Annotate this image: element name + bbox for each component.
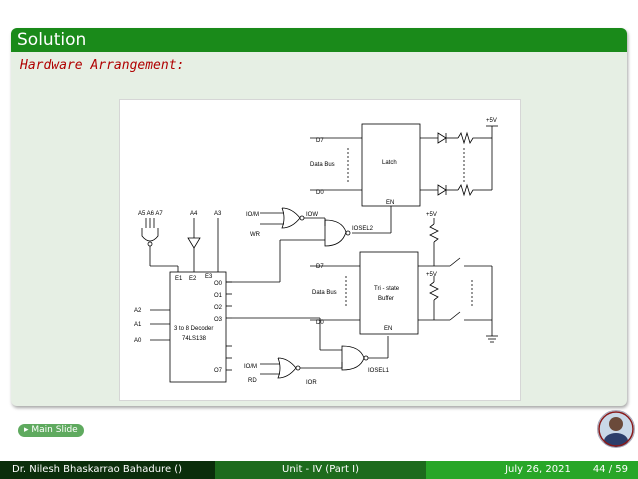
e2-label: E2 [189,276,197,282]
footer-page: 44 / 59 [592,464,628,475]
iom-label-1: IO/M [246,212,259,218]
footer-unit: Unit - IV (Part I) [215,461,426,479]
footer-right: July 26, 2021 44 / 59 [426,461,638,479]
a3-label: A3 [214,211,222,217]
buffer-label-2: Buffer [378,296,394,302]
decoder-name-label: 3 to 8 Decoder [174,326,213,332]
hardware-diagram: D7 Data Bus D0 Latch EN +5V A5 A6 A7 A4 … [119,99,521,401]
main-slide-label: Main Slide [31,425,78,435]
latch-vcc-label: +5V [486,118,497,124]
e1-label: E1 [175,276,183,282]
buffer-label-1: Tri - state [374,286,400,292]
o2-label: O2 [214,305,223,311]
a4-label: A4 [190,211,198,217]
o1-label: O1 [214,293,223,299]
latch-d7-label: D7 [316,138,324,144]
e3-label: E3 [205,274,213,280]
main-slide-button[interactable]: ▸ Main Slide [18,424,84,437]
iom-label-2: IO/M [244,364,257,370]
ior-label: IOR [306,380,317,386]
latch-label: Latch [382,160,397,166]
a2-label: A2 [134,308,142,314]
a1-label: A1 [134,322,142,328]
buffer-vcc-label-1: +5V [426,212,437,218]
rd-label: RD [248,378,257,384]
footer-date: July 26, 2021 [505,464,571,475]
buffer-data-bus-label: Data Bus [312,290,337,296]
footer: Dr. Nilesh Bhaskarrao Bahadure () Unit -… [0,461,638,479]
avatar [597,410,635,448]
a5a6a7-label: A5 A6 A7 [138,211,163,217]
latch-d0-label: D0 [316,190,324,196]
triangle-right-icon: ▸ [24,425,32,435]
a0-label: A0 [134,338,142,344]
buffer-d0-label: D0 [316,320,324,326]
o3-label: O3 [214,317,223,323]
buffer-vcc-label-2: +5V [426,272,437,278]
block-subtitle: Hardware Arrangement: [20,58,185,73]
decoder-part-label: 74LS138 [182,336,207,342]
wr-label: WR [250,232,261,238]
latch-data-bus-label: Data Bus [310,162,335,168]
iosel2-label: IOSEL2 [352,226,374,232]
iow-label: IOW [306,212,318,218]
block-title: Solution [11,28,627,52]
buffer-d7-label: D7 [316,264,324,270]
latch-en-label: EN [386,200,394,206]
iosel1-label: IOSEL1 [368,368,390,374]
buffer-en-label: EN [384,326,392,332]
footer-author: Dr. Nilesh Bhaskarrao Bahadure () [0,461,215,479]
o0-label: O0 [214,281,223,287]
o7-label: O7 [214,368,223,374]
